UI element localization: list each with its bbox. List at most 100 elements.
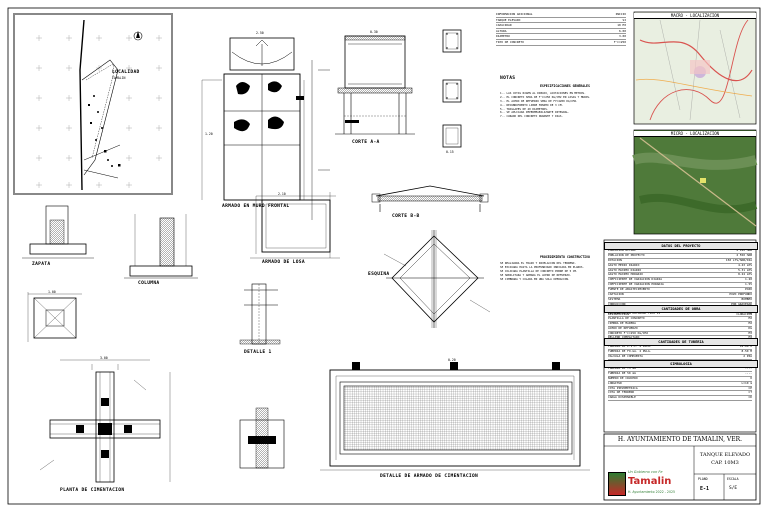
- detail-1-title: DETALLE 1: [244, 350, 272, 355]
- table-row: TUBERIA DE 50 mm----: [608, 371, 752, 377]
- dim-label: 2.10: [278, 192, 286, 196]
- pipes-title: CANTIDADES DE TUBERIA: [604, 338, 758, 346]
- table-row: TUBERIA DE FO.GA. 2 PULG.8.50 M: [608, 349, 752, 355]
- section-b-title: CORTE B-B: [392, 214, 420, 219]
- macro-location-map: [633, 11, 757, 125]
- site-plan: [13, 13, 173, 195]
- sheet-number: E-1: [700, 486, 710, 492]
- section-a-title: CORTE A-A: [352, 140, 380, 145]
- sheet-label: PLANO: [698, 477, 708, 481]
- administration-period: H. Ayuntamiento 2022 - 2025: [628, 490, 676, 494]
- dim-label: 0.15: [446, 150, 454, 154]
- note-item: SE COLOCARA PLANTILLA DE CONCRETO POBRE …: [500, 269, 578, 273]
- notes-header: NOTAS: [500, 76, 516, 81]
- dim-label: 1.20: [205, 132, 213, 136]
- note-item: SE HABILITARA Y ARMARA EL ACERO DE REFUE…: [500, 273, 572, 277]
- project-data-title: DATOS DEL PROYECTO: [604, 242, 758, 250]
- quantities-title: CANTIDADES DE OBRA: [604, 305, 758, 313]
- note-item: 5.- TRASLAPES DE 40 DIAMETROS.: [500, 107, 549, 111]
- notes-list: 1.- LAS COTAS RIGEN AL DIBUJO, ACOTACION…: [500, 92, 626, 119]
- note-item: 4.- RECUBRIMIENTO LIBRE MINIMO DE 3 CM.: [500, 103, 564, 107]
- site-plan-title: LOCALIDAD: [112, 70, 140, 75]
- scale-value: S/E: [729, 486, 738, 491]
- slab-reinforcement-drawing: [250, 192, 340, 259]
- micro-location-map: [632, 129, 758, 235]
- data-tables-frame: [603, 239, 757, 433]
- dim-label: 0.20: [448, 358, 456, 362]
- corner-detail-title: ESQUINA: [368, 272, 390, 277]
- note-item: 6.- SE APLICARA IMPERMEABILIZANTE INTEGR…: [500, 111, 570, 115]
- symbology-title: SIMBOLOGIA: [604, 360, 758, 368]
- symbology-table: TUBERIA DE 75 mm---- TUBERIA DE 50 mm---…: [608, 367, 752, 402]
- dim-label: 2.50: [256, 31, 264, 35]
- slab-reinforcement-title: ARMADO DE LOSA: [262, 260, 305, 265]
- macro-map-title: MACRO - LOCALIZACION: [634, 13, 756, 19]
- logo-slogan: Un Gobierno con Fe: [628, 470, 663, 474]
- dim-label: 1.00: [48, 290, 56, 294]
- note-item: 3.- EL ACERO DE REFUERZO SERA DE FY=4200…: [500, 99, 578, 103]
- footing-plan-title: PLANTA DE CIMENTACION: [60, 488, 125, 493]
- footing-grid-drawing: [320, 362, 590, 471]
- ayuntamiento-title: H. AYUNTAMIENTO DE TAMALIN, VER.: [617, 436, 743, 443]
- footing-bar-detail-drawing: [239, 407, 285, 469]
- columna-title: COLUMNA: [138, 281, 160, 286]
- note-item: SE REALIZARA EL TRAZO Y NIVELACION DEL T…: [500, 262, 577, 265]
- diamond-corner-drawing: [383, 230, 491, 328]
- title-block-frame: [603, 433, 757, 501]
- zapata-drawing: [22, 205, 94, 259]
- micro-map-title: MICRO - LOCALIZACION: [634, 131, 756, 137]
- detail-1-drawing: [239, 283, 281, 345]
- wall-reinforcement-drawing: [201, 37, 330, 220]
- small-section-details: [442, 29, 462, 148]
- foundation-plan-drawing: [39, 359, 171, 483]
- scale-label: ESCALA: [727, 477, 739, 481]
- site-plan-subtitle: TAMALIN: [112, 76, 126, 80]
- section-b-drawing: [371, 185, 489, 212]
- procedure-list: SE REALIZARA EL TRAZO Y NIVELACION DEL T…: [500, 262, 600, 281]
- notes-subheader: ESPECIFICACIONES GENERALES: [540, 84, 590, 88]
- project-capacity: CAP. 10M3: [711, 460, 739, 466]
- dim-label: 3.00: [100, 356, 108, 360]
- project-title: TANQUE ELEVADO: [699, 452, 751, 458]
- footing-detail-title: DETALLE DE ARMADO DE CIMENTACION: [380, 474, 479, 479]
- pipes-table: TUBERIA DE P.V.C. 4 PULG.12.00 M TUBERIA…: [608, 345, 752, 360]
- wall-reinforcement-title: ARMADO EN MURO FRONTAL: [222, 204, 290, 209]
- note-item: SE EXCAVARA HASTA LA PROFUNDIDAD INDICAD…: [500, 265, 585, 269]
- columna-drawing: [124, 214, 198, 279]
- note-item: SE CIMBRARA Y COLARA EN UNA SOLA OPERACI…: [500, 277, 570, 281]
- table-row: TUBERIA DE 75 mm----: [608, 367, 752, 372]
- dim-label: 0.30: [370, 30, 378, 34]
- table-row: TUBERIA DE P.V.C. 4 PULG.12.00 M: [608, 345, 752, 350]
- logo-text: Tamalin: [628, 476, 672, 487]
- section-a-drawing: [335, 35, 415, 135]
- procedure-header: PROCEDIMIENTO CONSTRUCTIVO: [540, 255, 590, 259]
- zapata-title: ZAPATA: [32, 262, 51, 267]
- sheet-border: [7, 7, 761, 505]
